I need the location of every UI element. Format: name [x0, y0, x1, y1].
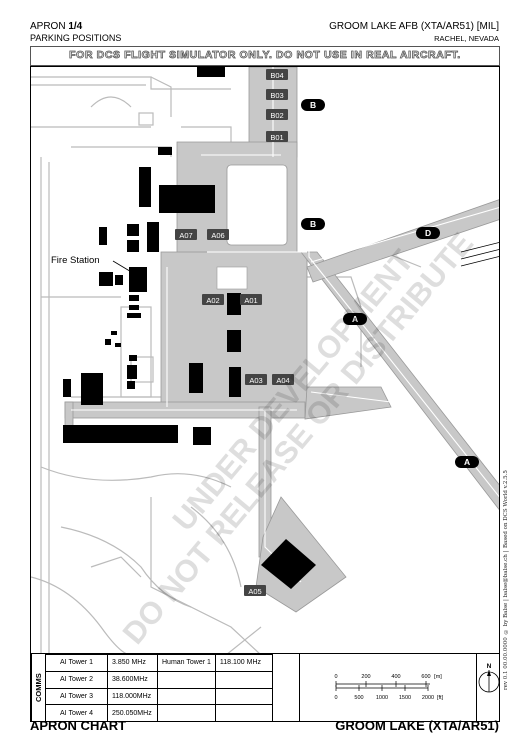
parking-labels: B04 B03 B02 B01 A07 A06 A02 A01 A03 A04 … — [175, 69, 294, 596]
table-row: AI Tower 4 250.050MHz — [45, 704, 273, 722]
svg-text:200: 200 — [361, 674, 370, 680]
svg-text:A01: A01 — [244, 296, 257, 305]
revision-sidebar: rev 0.1 00.00.0000 © by Balse | balse@ba… — [503, 470, 509, 690]
parking-label-A02: A02 — [202, 294, 224, 305]
taxiway-label-B-north: B — [301, 99, 325, 111]
parking-label-B02: B02 — [266, 109, 288, 120]
svg-text:A05: A05 — [248, 587, 261, 596]
svg-text:600: 600 — [421, 674, 430, 680]
taxiway-labels: B B D A A — [301, 99, 479, 468]
svg-text:2000: 2000 — [422, 695, 434, 701]
table-row: AI Tower 2 38.600MHz — [45, 670, 273, 689]
parking-label-B04: B04 — [266, 69, 288, 80]
disclaimer-banner: FOR DCS FLIGHT SIMULATOR ONLY. DO NOT US… — [30, 46, 500, 66]
svg-text:A: A — [464, 457, 470, 467]
comms-panel: COMMS AI Tower 1 3.850 MHz Human Tower 1… — [30, 654, 500, 722]
svg-text:B: B — [310, 100, 316, 110]
svg-text:A03: A03 — [249, 376, 262, 385]
taxiway-label-B-south: B — [301, 218, 325, 230]
svg-text:B02: B02 — [270, 111, 283, 120]
taxiway-label-A-south: A — [455, 456, 479, 468]
svg-text:B01: B01 — [270, 133, 283, 142]
svg-text:1000: 1000 — [376, 695, 388, 701]
svg-text:A04: A04 — [276, 376, 289, 385]
parking-label-A07: A07 — [175, 229, 197, 240]
fire-station-label: Fire Station — [51, 255, 100, 266]
parking-label-A03: A03 — [245, 374, 267, 385]
svg-text:D: D — [425, 228, 431, 238]
frequency-table: AI Tower 1 3.850 MHz Human Tower 1 118.1… — [45, 654, 273, 722]
svg-text:B04: B04 — [270, 71, 283, 80]
map-canvas: Fire Station B04 B03 B02 B01 A07 A06 A02… — [31, 67, 499, 653]
svg-text:N: N — [487, 663, 492, 670]
footer-airport: GROOM LAKE (XTA/AR51) — [335, 718, 499, 733]
parking-label-A01: A01 — [240, 294, 262, 305]
parking-label-B01: B01 — [266, 131, 288, 142]
footer-chart-type: APRON CHART — [30, 718, 127, 733]
svg-text:A02: A02 — [206, 296, 219, 305]
svg-text:[ft]: [ft] — [437, 695, 444, 701]
svg-text:0: 0 — [334, 674, 337, 680]
fire-station-leader — [112, 260, 134, 274]
buildings — [63, 67, 316, 589]
svg-text:B: B — [310, 219, 316, 229]
svg-text:1500: 1500 — [399, 695, 411, 701]
taxiway-label-A-mid: A — [343, 313, 367, 325]
pavement — [64, 67, 499, 613]
north-arrow-icon: N — [477, 654, 501, 721]
apron-map[interactable]: Fire Station B04 B03 B02 B01 A07 A06 A02… — [30, 66, 500, 654]
svg-text:B03: B03 — [270, 91, 283, 100]
svg-text:A06: A06 — [211, 231, 224, 240]
svg-text:0: 0 — [334, 695, 337, 701]
scale-bar: 0 200 400 600 [m] 0 500 1000 1500 2000 [… — [299, 654, 477, 721]
parking-label-B03: B03 — [266, 89, 288, 100]
comms-label: COMMS — [31, 654, 45, 721]
svg-text:400: 400 — [391, 674, 400, 680]
chart-subtitle: PARKING POSITIONS — [30, 33, 122, 43]
parking-label-A04: A04 — [272, 374, 294, 385]
taxiway-label-D: D — [416, 227, 440, 239]
chart-title: APRON 1/4 — [30, 21, 83, 32]
svg-text:A: A — [352, 314, 358, 324]
svg-text:500: 500 — [354, 695, 363, 701]
table-row: AI Tower 3 118.000MHz — [45, 687, 273, 706]
airport-name: GROOM LAKE AFB (XTA/AR51) [MIL] — [329, 21, 499, 32]
svg-text:[m]: [m] — [434, 674, 442, 680]
parking-label-A06: A06 — [207, 229, 229, 240]
airport-location: RACHEL, NEVADA — [434, 34, 499, 43]
runway-hatch — [460, 242, 499, 267]
table-row: AI Tower 1 3.850 MHz Human Tower 1 118.1… — [45, 654, 273, 672]
parking-label-A05: A05 — [244, 585, 266, 596]
svg-text:A07: A07 — [179, 231, 192, 240]
